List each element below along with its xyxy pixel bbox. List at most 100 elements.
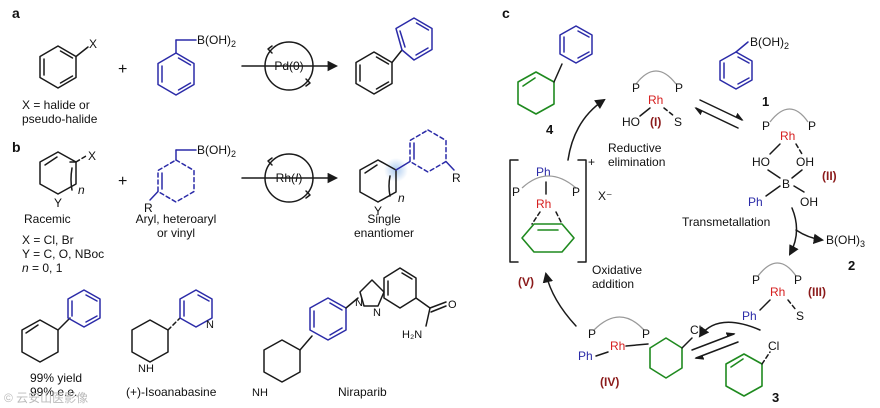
- watermark: © 云安山医影像: [4, 390, 88, 405]
- single-label-1: Single: [367, 212, 401, 226]
- intermediate-II: P P Rh HO OH B Ph OH (II): [748, 108, 837, 209]
- roman-I: (I): [650, 115, 661, 129]
- III-p1: P: [752, 273, 760, 287]
- III-ph: Ph: [742, 309, 757, 323]
- cpd3-cl: Cl: [768, 339, 779, 353]
- boronic-label-b: B(OH)2: [197, 143, 236, 159]
- I-rh: Rh: [648, 93, 663, 107]
- V-xminus: X⁻: [598, 189, 612, 203]
- niraparib-o: O: [448, 299, 457, 311]
- ee-text: 99% e.e.: [30, 385, 77, 399]
- label-r-b: R: [144, 201, 153, 215]
- II-p1: P: [762, 119, 770, 133]
- product-cyclohexenyl-benzene: [21, 289, 101, 363]
- label-y-p: Y: [374, 204, 382, 218]
- racemic-label: Racemic: [24, 212, 71, 226]
- product-examples: 99% yield 99% e.e. N NH (+)-Isoanabasine…: [21, 267, 457, 399]
- niraparib-n2: N: [373, 307, 381, 319]
- aryl-label-2: or vinyl: [157, 226, 195, 240]
- biphenyl: [355, 17, 433, 95]
- label-cpd-1: 1: [762, 94, 769, 109]
- roman-V: (V): [518, 275, 534, 289]
- equilibrium-III-IV: [691, 332, 739, 360]
- compound-1: B(OH)2 1: [719, 35, 789, 109]
- product-isoanabasine: N NH: [131, 289, 214, 375]
- I-p1: P: [632, 81, 640, 95]
- label-r-p: R: [452, 171, 461, 185]
- plus-sign-b: +: [118, 173, 127, 190]
- pd-cycle: Pd(0): [241, 41, 339, 91]
- isoanabasine-n: N: [206, 319, 214, 331]
- IV-p2: P: [642, 327, 650, 341]
- II-ho: HO: [752, 155, 770, 169]
- intermediate-V: + X⁻ Ph P P Rh (V): [509, 155, 612, 289]
- yield-text: 99% yield: [30, 371, 82, 385]
- boronic-label-a: B(OH)2: [197, 33, 236, 49]
- aryl-boronic-b: R B(OH)2: [144, 143, 236, 215]
- boh3-label: B(OH)3: [826, 233, 865, 249]
- label-n-p: n: [398, 191, 405, 205]
- V-p2: P: [572, 185, 580, 199]
- V-plus: +: [588, 155, 595, 169]
- niraparib-amide: H₂N: [402, 329, 422, 341]
- panel-a: a X X = halide or pseudo-halide + B(OH)2: [12, 5, 433, 126]
- reductive-2: elimination: [608, 155, 665, 169]
- oxidative-1: Oxidative: [592, 263, 642, 277]
- halide-note-2: pseudo-halide: [22, 112, 98, 126]
- II-oh2: OH: [800, 195, 818, 209]
- label-y-b: Y: [54, 196, 62, 210]
- product-niraparib: NH N N O H₂N: [252, 267, 457, 399]
- V-p1: P: [512, 185, 520, 199]
- halide-note-1: X = halide or: [22, 98, 90, 112]
- IV-ph: Ph: [578, 349, 593, 363]
- IV-p1: P: [588, 327, 596, 341]
- roman-III: (III): [808, 285, 826, 299]
- aryl-halide: X: [39, 37, 97, 89]
- oxidative-2: addition: [592, 277, 634, 291]
- cpd1-boronic: B(OH)2: [750, 35, 789, 51]
- III-p2: P: [794, 273, 802, 287]
- II-b: B: [782, 177, 790, 191]
- isoanabasine-nh: NH: [138, 363, 154, 375]
- label-x-b: X: [88, 149, 96, 163]
- panel-letter-a: a: [12, 5, 20, 21]
- compound-4: 4: [517, 25, 593, 137]
- label-cpd-2: 2: [848, 258, 855, 273]
- aryl-label-1: Aryl, heteroaryl: [136, 212, 217, 226]
- I-p2: P: [675, 81, 683, 95]
- roman-IV: (IV): [600, 375, 619, 389]
- condition-y: Y = C, O, NBoc: [22, 247, 104, 261]
- IV-cl: Cl: [690, 323, 701, 337]
- equilibrium-I-II: [694, 99, 744, 129]
- isoanabasine-label: (+)-Isoanabasine: [126, 385, 217, 399]
- transmetallation-label: Transmetallation: [682, 215, 770, 229]
- single-label-2: enantiomer: [354, 226, 414, 240]
- label-n-b: n: [78, 183, 85, 197]
- intermediate-IV: P P Rh Ph Cl (IV): [578, 316, 701, 389]
- label-cpd-4: 4: [546, 122, 554, 137]
- rh-cycle: Rh(I): [241, 153, 339, 203]
- label-x: X: [89, 37, 97, 51]
- I-s: S: [674, 115, 682, 129]
- label-cpd-3: 3: [772, 390, 779, 405]
- reductive-1: Reductive: [608, 141, 662, 155]
- panel-b: b X Y n Racemic X = Cl, Br Y = C, O, NBo…: [12, 129, 461, 275]
- condition-x: X = Cl, Br: [22, 233, 74, 247]
- intermediate-III: P P Rh Ph S (III): [742, 262, 826, 323]
- V-rh: Rh: [536, 197, 551, 211]
- panel-letter-b: b: [12, 139, 21, 155]
- I-ho: HO: [622, 115, 640, 129]
- panel-c: c 4 P P Rh HO S (I): [502, 5, 865, 405]
- II-oh1: OH: [796, 155, 814, 169]
- condition-n: n = 0, 1: [22, 261, 63, 275]
- II-rh: Rh: [780, 129, 795, 143]
- II-p2: P: [808, 119, 816, 133]
- III-s: S: [796, 309, 804, 323]
- niraparib-n1: N: [355, 297, 363, 309]
- racemic-substrate: X Y n: [39, 149, 96, 210]
- enantiomer-product: Y n R: [359, 129, 461, 218]
- compound-3: Cl 3: [725, 339, 779, 405]
- IV-rh: Rh: [610, 339, 625, 353]
- III-rh: Rh: [770, 285, 785, 299]
